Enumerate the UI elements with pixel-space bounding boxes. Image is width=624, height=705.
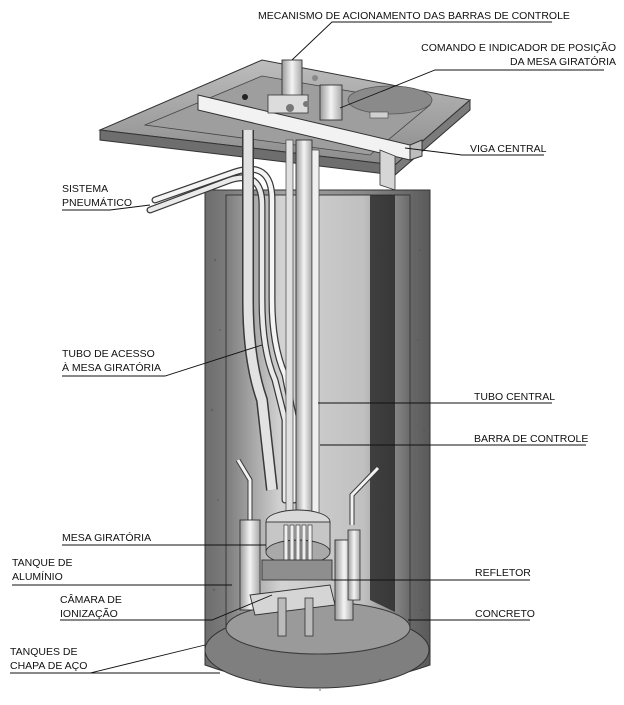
label-ion-chamber-line-1: CÂMARA DE [60, 593, 122, 606]
label-reflector: REFLETOR [475, 567, 531, 579]
label-steel-tanks-line-1: TANQUES DE [10, 646, 77, 658]
label-command-line-2: DA MESA GIRATÓRIA [510, 55, 616, 68]
label-access-tube-line-1: TUBO DE ACESSO [62, 348, 155, 360]
label-access-tube-line-2: À MESA GIRATÓRIA [62, 361, 161, 374]
label-concrete: CONCRETO [475, 608, 535, 620]
label-control-rod: BARRA DE CONTROLE [474, 433, 588, 445]
label-aluminum-tank-line-1: TANQUE DE [12, 557, 72, 569]
access-tube [242, 130, 278, 491]
label-drive-mechanism: MECANISMO DE ACIONAMENTO DAS BARRAS DE C… [258, 10, 570, 22]
label-aluminum-tank-line-2: ALUMÍNIO [12, 570, 63, 583]
label-central-beam: VIGA CENTRAL [470, 143, 547, 155]
label-central-tube: TUBO CENTRAL [474, 391, 555, 403]
label-pneumatic-line-2: PNEUMÁTICO [62, 196, 132, 209]
label-ion-chamber-line-2: IONIZAÇÃO [60, 607, 118, 620]
label-rotary-table: MESA GIRATÓRIA [62, 531, 151, 544]
concrete-texture [210, 248, 426, 691]
label-steel-tanks-line-2: CHAPA DE AÇO [10, 660, 87, 672]
label-command-line-1: COMANDO E INDICADOR DE POSIÇÃO [421, 41, 616, 54]
central-beam [197, 94, 423, 191]
label-pneumatic-line-1: SISTEMA [62, 183, 108, 195]
central-tube [285, 139, 320, 571]
leader-lines [10, 21, 604, 674]
drive-mechanism [267, 59, 389, 121]
guide-tubes [235, 458, 380, 525]
labels: MECANISMO DE ACIONAMENTO DAS BARRAS DE C… [10, 10, 616, 672]
